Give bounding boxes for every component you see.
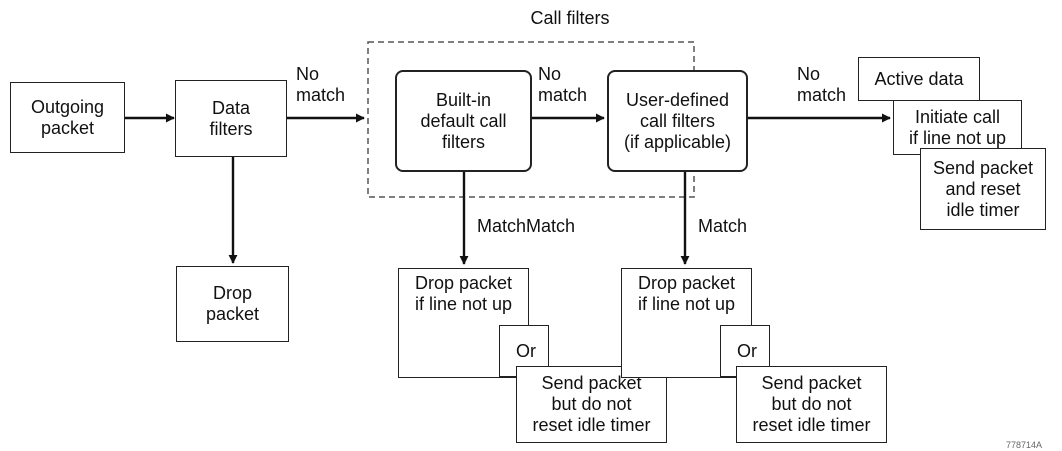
send-packet-reset-timer-node: Send packet and reset idle timer <box>920 148 1046 230</box>
active-data-node: Active data <box>858 57 980 101</box>
edge-label-match-user: Match <box>698 216 748 236</box>
outgoing-packet-node: Outgoing packet <box>10 82 125 153</box>
edge-label-match-builtin: MatchMatch <box>477 216 576 236</box>
call-filters-group-title: Call filters <box>530 8 610 28</box>
edge-label-no-match-3: No match <box>797 64 847 105</box>
user-defined-call-filters-node: User-defined call filters (if applicable… <box>607 70 748 172</box>
initiate-call-node: Initiate call if line not up <box>893 100 1022 155</box>
edge-label-no-match-1: No match <box>296 64 346 105</box>
send-packet-no-reset-node-1: Send packet but do not reset idle timer <box>516 366 667 443</box>
drop-packet-node: Drop packet <box>176 266 289 342</box>
send-packet-no-reset-node-2: Send packet but do not reset idle timer <box>736 366 887 443</box>
builtin-call-filters-node: Built-in default call filters <box>395 70 532 172</box>
edge-label-no-match-2: No match <box>538 64 588 105</box>
data-filters-node: Data filters <box>175 80 287 157</box>
figure-id-label: 778714A <box>1006 440 1043 450</box>
